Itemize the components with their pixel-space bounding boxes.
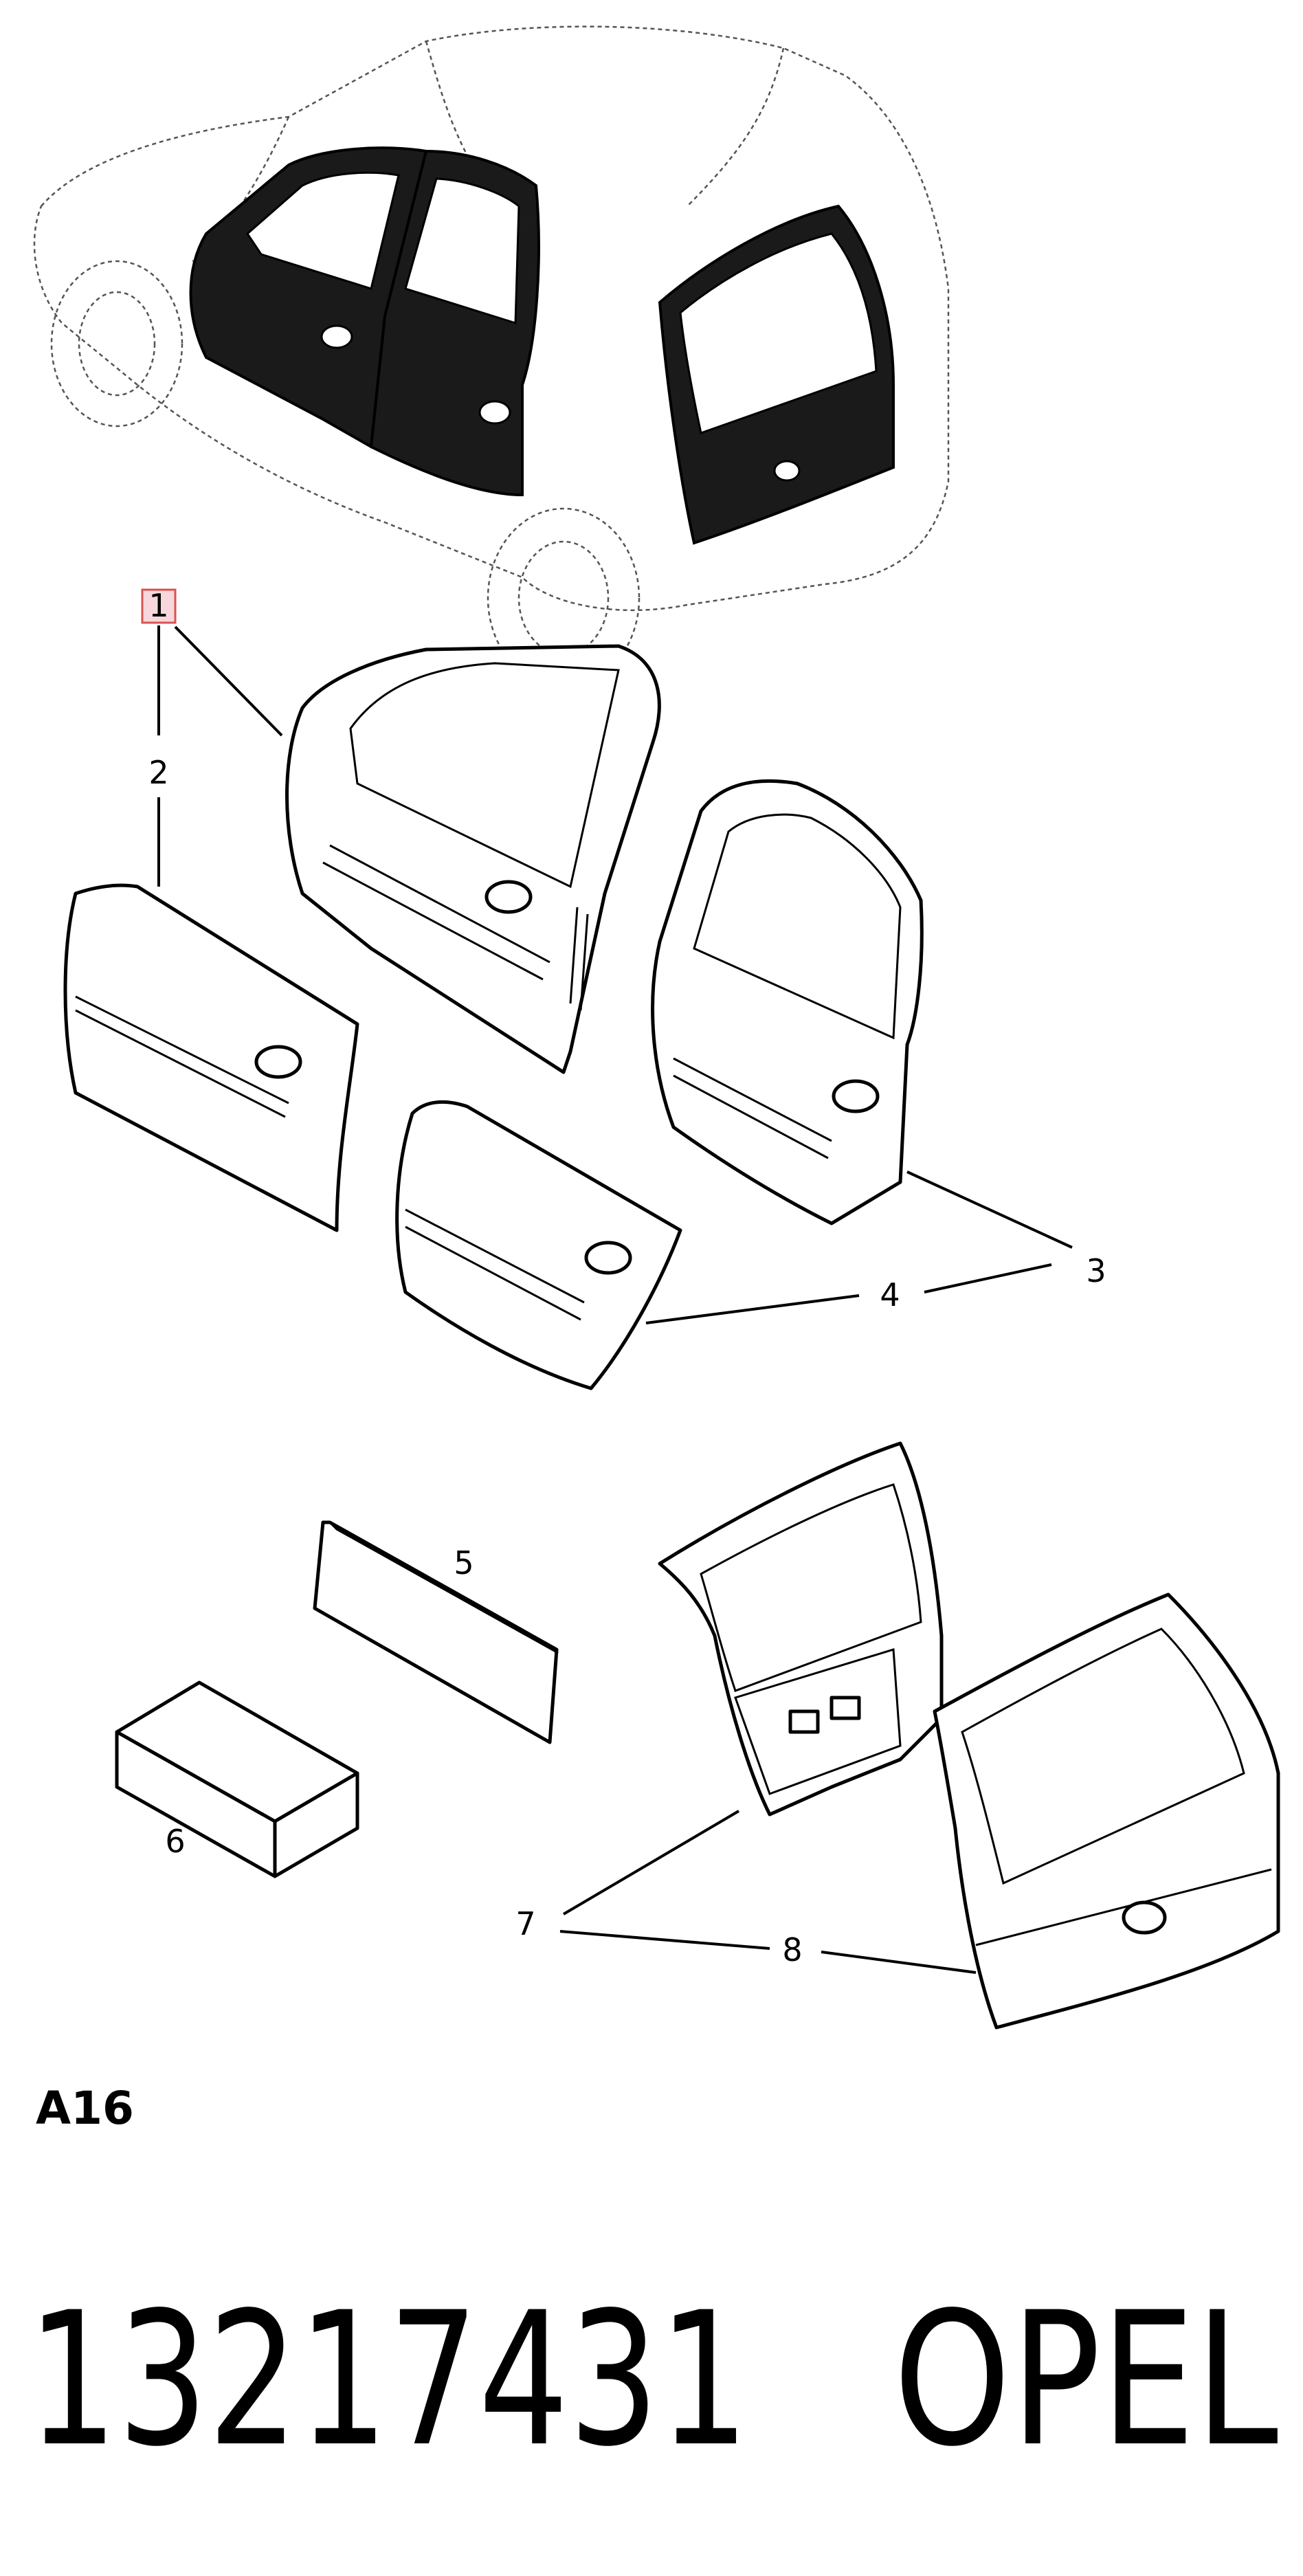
leader-4-rear-skin: [645, 1294, 860, 1324]
callout-6-label: 6: [165, 1823, 185, 1860]
front-door-skin: [63, 883, 359, 1232]
callout-4-label: 4: [880, 1276, 900, 1313]
callout-5-label: 5: [454, 1544, 474, 1581]
leader-7-tailgate: [562, 1810, 740, 1916]
callout-8-label: 8: [782, 1931, 802, 1968]
callout-1-label: 1: [148, 587, 168, 624]
car-overview-illustration: [33, 25, 950, 689]
rear-door-skin: [395, 1100, 682, 1390]
callout-7-label: 7: [515, 1905, 535, 1942]
callout-1-box[interactable]: 1: [141, 587, 177, 624]
leader-7-to-8: [559, 1930, 770, 1950]
tailgate-inner-frame: [658, 1441, 944, 1817]
tailgate-outer-panel: [933, 1592, 1280, 2030]
leader-8-tailgate: [821, 1951, 977, 1974]
brand-name: OPEL: [893, 2273, 1279, 2487]
front-door-assembly: [285, 644, 661, 1074]
section-code: A16: [36, 2082, 134, 2135]
packaging-box: [115, 1680, 359, 1878]
callout-3-label: 3: [1086, 1252, 1106, 1289]
leader-3-to-4: [924, 1263, 1052, 1293]
rear-door-assembly: [651, 779, 924, 1225]
moulding-strip: [313, 1520, 559, 1744]
part-number: 13217431: [27, 2273, 749, 2487]
leader-1-front-door: [174, 625, 283, 737]
leader-3-rear-door: [906, 1170, 1073, 1249]
callout-2-label: 2: [148, 754, 168, 791]
